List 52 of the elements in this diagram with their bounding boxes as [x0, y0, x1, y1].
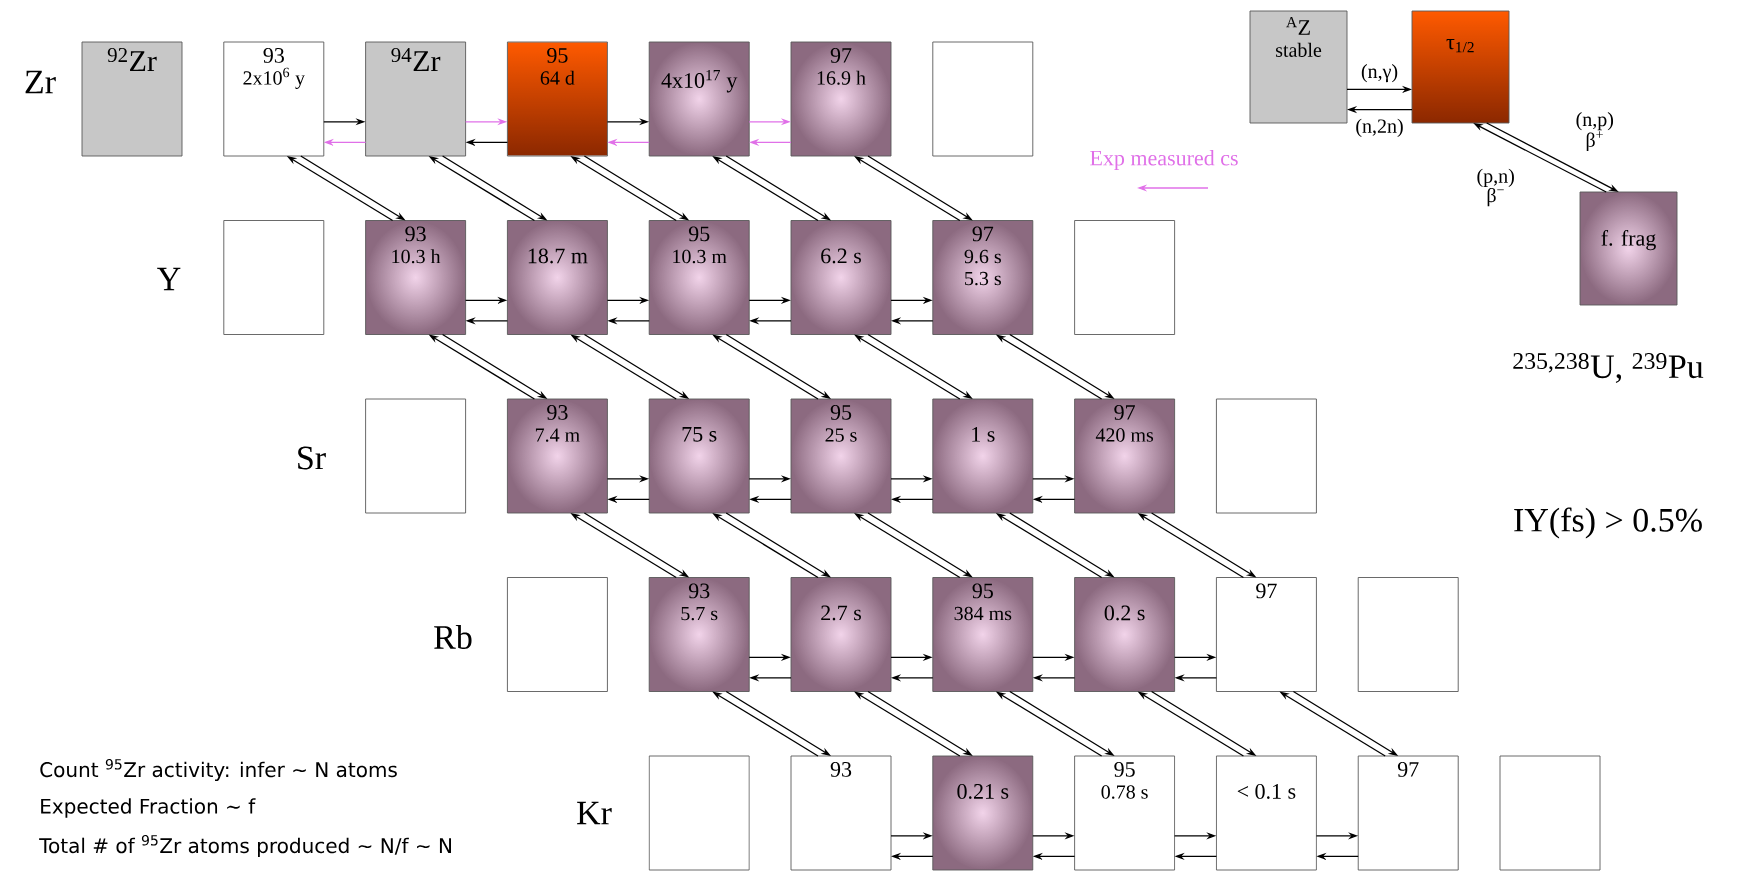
edge-label: (n,γ): [1361, 64, 1398, 83]
nuclide-box: 2.7 s: [790, 577, 892, 692]
nuclide-box: 18.7 m: [506, 220, 608, 335]
empty-box: [932, 41, 1034, 157]
empty-box: [1357, 577, 1459, 692]
note-text: Expected Fraction ~ f: [41, 798, 256, 818]
empty-box: [506, 577, 608, 692]
empty-box: [1499, 755, 1601, 871]
nuclide-box: 0.21 s: [932, 755, 1034, 871]
nuclide-box: 1 s: [932, 398, 1034, 514]
nuclide-box: 93 5.7 s: [648, 577, 750, 692]
nuclide-box: 95 25 s: [790, 398, 892, 514]
element-label: Y: [157, 267, 181, 291]
nuclide-box: 93 10.3 h: [365, 220, 467, 335]
edge-label: (n,p) β$^{+}$: [1576, 112, 1614, 151]
nuclide-box: 93: [790, 755, 892, 871]
empty-box: [1215, 398, 1317, 514]
legend-text: Exp measured cs: [1090, 150, 1238, 170]
nuclide-box: f. frag: [1579, 191, 1678, 306]
empty-box: [223, 220, 325, 335]
nuclide-box: 75 s: [648, 398, 750, 514]
nuclide-box: 97: [1357, 755, 1459, 871]
nuclide-box: $^{92}$Zr: [81, 41, 183, 157]
nuclide-box: 95 10.3 m: [648, 220, 750, 335]
nuclide-box: τ$_{1/2}$: [1411, 10, 1510, 124]
edge-label: (p,n) β$^{−}$: [1477, 168, 1514, 207]
nuclide-box: 93 7.4 m: [506, 398, 608, 514]
nuclide-box: 93 2x10$^{6}$ y: [223, 41, 325, 157]
empty-box: [648, 755, 750, 871]
note-text: Count $^{95}$Zr activity: infer ~ N atoms: [40, 758, 397, 782]
nuclide-box: 97: [1215, 577, 1317, 692]
nuclide-box: 95 384 ms: [932, 577, 1034, 692]
nuclide-box: 95 64 d: [506, 41, 608, 157]
note-text: IY(fs) > 0.5%: [1514, 507, 1702, 539]
note-text: Total # of $^{95}$Zr atoms produced ~ N/f ~ N: [39, 834, 451, 858]
note-text: $^{235,238}$U, $^{239}$Pu: [1513, 352, 1704, 384]
nuclide-box: 97 9.6 s 5.3 s: [932, 220, 1034, 335]
nuclide-box: $^{A}$Z stable: [1249, 10, 1348, 124]
nuclide-box: 0.2 s: [1074, 577, 1176, 692]
nuclide-box: 95 0.78 s: [1074, 755, 1176, 871]
element-label: Sr: [298, 446, 326, 470]
element-label: Kr: [577, 801, 612, 825]
nuclide-box: $^{94}$Zr: [365, 41, 467, 157]
empty-box: [365, 398, 467, 514]
empty-box: [1074, 220, 1176, 335]
element-label: Rb: [434, 625, 472, 649]
nuclide-box: 4x10$^{17}$ y: [648, 41, 750, 157]
nuclide-box: < 0.1 s: [1215, 755, 1317, 871]
nuclide-box: 97 420 ms: [1074, 398, 1176, 514]
edge-label: (n,2n): [1356, 118, 1403, 137]
nuclide-box: 97 16.9 h: [790, 41, 892, 157]
nuclide-box: 6.2 s: [790, 220, 892, 335]
